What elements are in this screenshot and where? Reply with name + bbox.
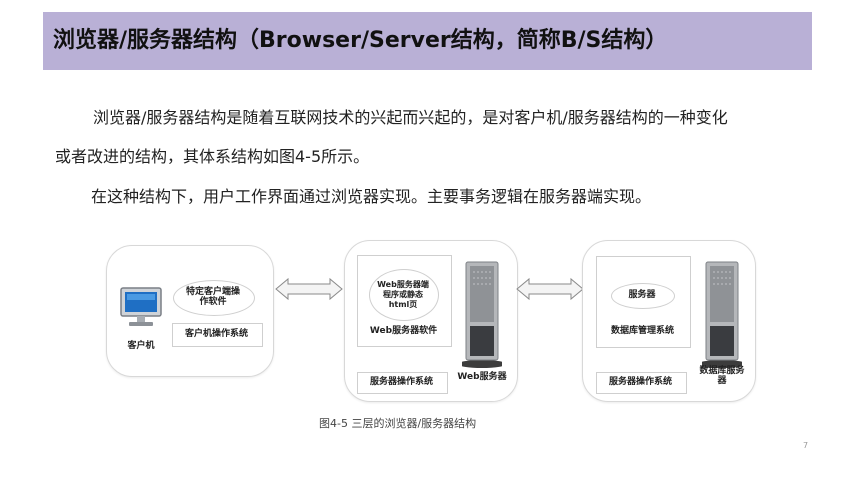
web-software-label: Web服务器软件 [369, 326, 438, 336]
web-os-box [357, 372, 448, 394]
server-tower-icon [702, 261, 742, 368]
client-app-label: 特定客户端操作软件 [185, 287, 240, 307]
paragraph-2: 在这种结构下，用户工作界面通过浏览器实现。主要事务逻辑在服务器端实现。 [91, 187, 652, 206]
bidirectional-arrow-icon [516, 277, 584, 301]
bidirectional-arrow-icon [275, 277, 343, 301]
db-service-ellipse [611, 283, 675, 309]
db-os-box [596, 372, 687, 394]
db-os-label: 服务器操作系统 [608, 377, 672, 387]
slide-title: 浏览器/服务器结构（Browser/Server结构，简称B/S结构） [53, 28, 668, 53]
server-tower-icon [462, 261, 502, 368]
client-app-ellipse [173, 280, 255, 316]
page-number: 7 [803, 441, 809, 450]
figure-caption: 图4-5 三层的浏览器/服务器结构 [319, 417, 477, 430]
web-os-label: 服务器操作系统 [369, 377, 433, 387]
dbms-label: 数据库管理系统 [610, 326, 674, 336]
web-page-label: Web服务器端程序或静态html页 [377, 280, 429, 309]
web-server-label: Web服务器 [457, 372, 507, 382]
client-os-box [172, 323, 263, 347]
paragraph-1-line-1: 浏览器/服务器结构是随着互联网技术的兴起而兴起的，是对客户机/服务器结构的一种变… [93, 108, 728, 127]
paragraph-1-line-2: 或者改进的结构，其体系结构如图4-5所示。 [55, 147, 370, 166]
monitor-icon [120, 287, 162, 326]
client-label: 客户机 [127, 341, 155, 351]
db-service-label: 服务器 [628, 290, 656, 300]
client-os-label: 客户机操作系统 [184, 329, 248, 339]
web-page-ellipse [369, 269, 439, 321]
db-server-label: 数据库服务器 [699, 366, 745, 386]
title-bar [43, 12, 812, 70]
